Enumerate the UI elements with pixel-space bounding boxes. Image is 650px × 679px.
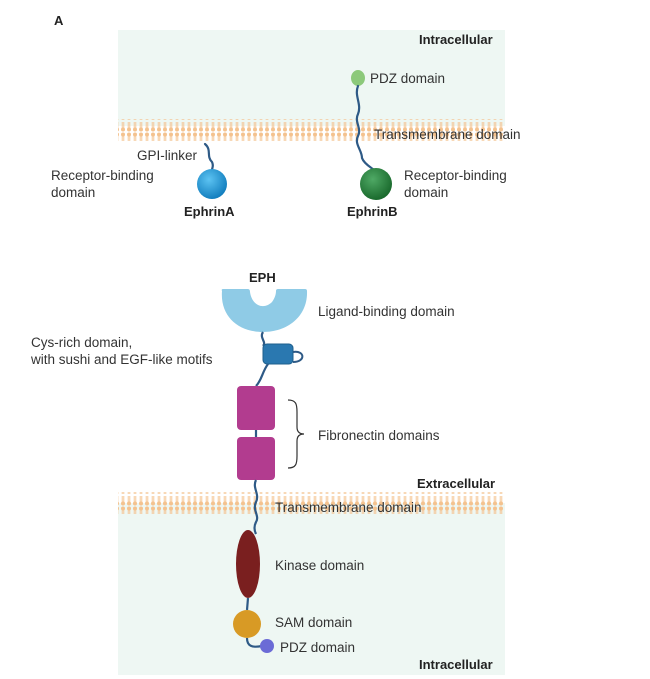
cys-rich-domain <box>262 343 294 365</box>
sam-domain <box>233 610 261 638</box>
ephrinB-tm-label: Transmembrane domain <box>374 127 521 142</box>
ephrinB-domain-label-line2: domain <box>404 185 449 200</box>
top-intracellular-label: Intracellular <box>419 32 493 47</box>
eph-name: EPH <box>249 270 276 285</box>
cys-rich-label: Cys-rich domain, with sushi and EGF-like… <box>31 334 213 368</box>
gpi-linker-label: GPI-linker <box>137 148 198 163</box>
eph-transmembrane-linker <box>253 479 259 535</box>
sam-pdz-linker <box>245 637 263 648</box>
fibronectin-label: Fibronectin domains <box>318 428 440 443</box>
ephrinB-receptor-binding-domain <box>360 168 392 200</box>
sam-label: SAM domain <box>275 615 353 630</box>
ephrinB-name: EphrinB <box>347 204 398 219</box>
ephrinB-domain-label: Receptor-binding domain <box>404 167 507 201</box>
eph-tm-label: Transmembrane domain <box>275 500 422 515</box>
cys-rich-label-line1: Cys-rich domain, <box>31 335 133 350</box>
bottom-intracellular-label: Intracellular <box>419 657 493 672</box>
ephrinA-name: EphrinA <box>184 204 235 219</box>
linker-stem-1 <box>260 331 266 347</box>
cys-rich-label-line2: with sushi and EGF-like motifs <box>31 352 213 367</box>
eph-pdz-domain <box>260 639 274 653</box>
kinase-sam-connector <box>245 597 250 611</box>
kinase-label: Kinase domain <box>275 558 365 573</box>
ephrinA-domain-label-line1: Receptor-binding <box>51 168 154 183</box>
panel-label: A <box>54 13 64 28</box>
extracellular-label: Extracellular <box>417 476 496 491</box>
ligand-binding-label: Ligand-binding domain <box>318 304 455 319</box>
ephrinB-domain-label-line1: Receptor-binding <box>404 168 507 183</box>
ephrinA-domain-label: Receptor-binding domain <box>51 167 154 201</box>
fibronectin-domain-1 <box>237 386 275 430</box>
bottom-membrane <box>118 492 505 514</box>
gpi-linker <box>203 142 214 172</box>
eph-pdz-label: PDZ domain <box>280 640 356 655</box>
ephrinB-pdz-label: PDZ domain <box>370 71 446 86</box>
ephrinA-receptor-binding-domain <box>197 169 227 199</box>
bottom-cell-region <box>118 503 505 675</box>
top-cell-region <box>118 30 505 126</box>
ephrinB-linker <box>355 84 376 172</box>
ephrinA-domain-label-line2: domain <box>51 185 96 200</box>
ligand-binding-domain <box>221 289 308 332</box>
top-membrane <box>118 119 505 141</box>
fibronectin-domain-2 <box>237 437 275 480</box>
cys-rich-loop <box>292 350 304 363</box>
ephrinB-pdz-domain <box>351 70 365 86</box>
linker-stem-2 <box>255 363 269 387</box>
kinase-domain <box>236 530 260 598</box>
fibronectin-brace <box>287 399 305 469</box>
